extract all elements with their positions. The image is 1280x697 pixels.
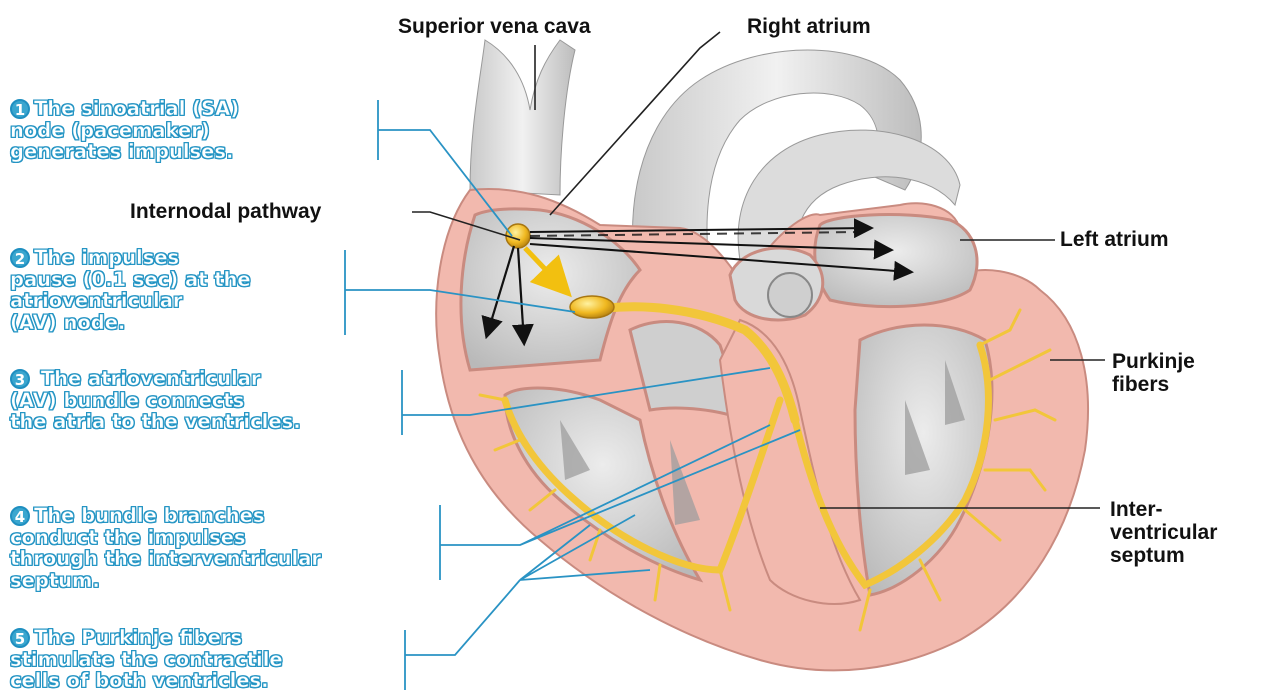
step-1-line-2: node (pacemaker) bbox=[10, 120, 239, 142]
label-purkinje-fibers: Purkinje fibers bbox=[1112, 350, 1195, 396]
step-3-line-3: the atria to the ventricles. bbox=[10, 411, 301, 433]
label-purkinje-line1: Purkinje bbox=[1112, 350, 1195, 373]
step-2-line-3: atrioventricular bbox=[10, 290, 251, 312]
step-5-line-3: cells of both ventricles. bbox=[10, 670, 283, 692]
label-septum-line2: ventricular bbox=[1110, 521, 1217, 544]
step-4-number: 4 bbox=[10, 506, 30, 526]
label-superior-vena-cava: Superior vena cava bbox=[398, 15, 591, 38]
label-right-atrium: Right atrium bbox=[747, 15, 871, 38]
superior-vena-cava-vessel bbox=[470, 40, 575, 195]
step-2-number: 2 bbox=[10, 248, 30, 268]
step-4-text-1: The bundle branches bbox=[34, 504, 264, 527]
aortic-valve bbox=[768, 273, 812, 317]
step-2-line-2: pause (0.1 sec) at the bbox=[10, 269, 251, 291]
step-2-line-4: (AV) node. bbox=[10, 312, 251, 334]
step-4-line-4: septum. bbox=[10, 570, 321, 592]
step-3-line-2: (AV) bundle connects bbox=[10, 390, 301, 412]
step-1-number: 1 bbox=[10, 99, 30, 119]
label-interventricular-septum: Inter- ventricular septum bbox=[1110, 498, 1217, 567]
label-septum-line1: Inter- bbox=[1110, 498, 1217, 521]
label-left-atrium: Left atrium bbox=[1060, 228, 1169, 251]
step-5-number: 5 bbox=[10, 628, 30, 648]
step-3-line-1: 3 The atrioventricular bbox=[10, 368, 301, 390]
step-1-line-3: generates impulses. bbox=[10, 141, 239, 163]
step-4-line-3: through the interventricular bbox=[10, 548, 321, 570]
step-1-text-1: The sinoatrial (SA) bbox=[34, 97, 239, 120]
label-purkinje-line2: fibers bbox=[1112, 373, 1195, 396]
step-2-text-1: The impulses bbox=[34, 246, 179, 269]
step-3: 3 The atrioventricular (AV) bundle conne… bbox=[10, 368, 301, 433]
step-3-text-1: The atrioventricular bbox=[34, 367, 261, 390]
label-septum-line3: septum bbox=[1110, 544, 1217, 567]
step-4-line-2: conduct the impulses bbox=[10, 527, 321, 549]
step-3-number: 3 bbox=[10, 369, 30, 389]
step-5-text-1: The Purkinje fibers bbox=[34, 626, 242, 649]
label-internodal-pathway: Internodal pathway bbox=[130, 200, 321, 223]
step-5-line-2: stimulate the contractile bbox=[10, 649, 283, 671]
av-node bbox=[570, 296, 614, 318]
